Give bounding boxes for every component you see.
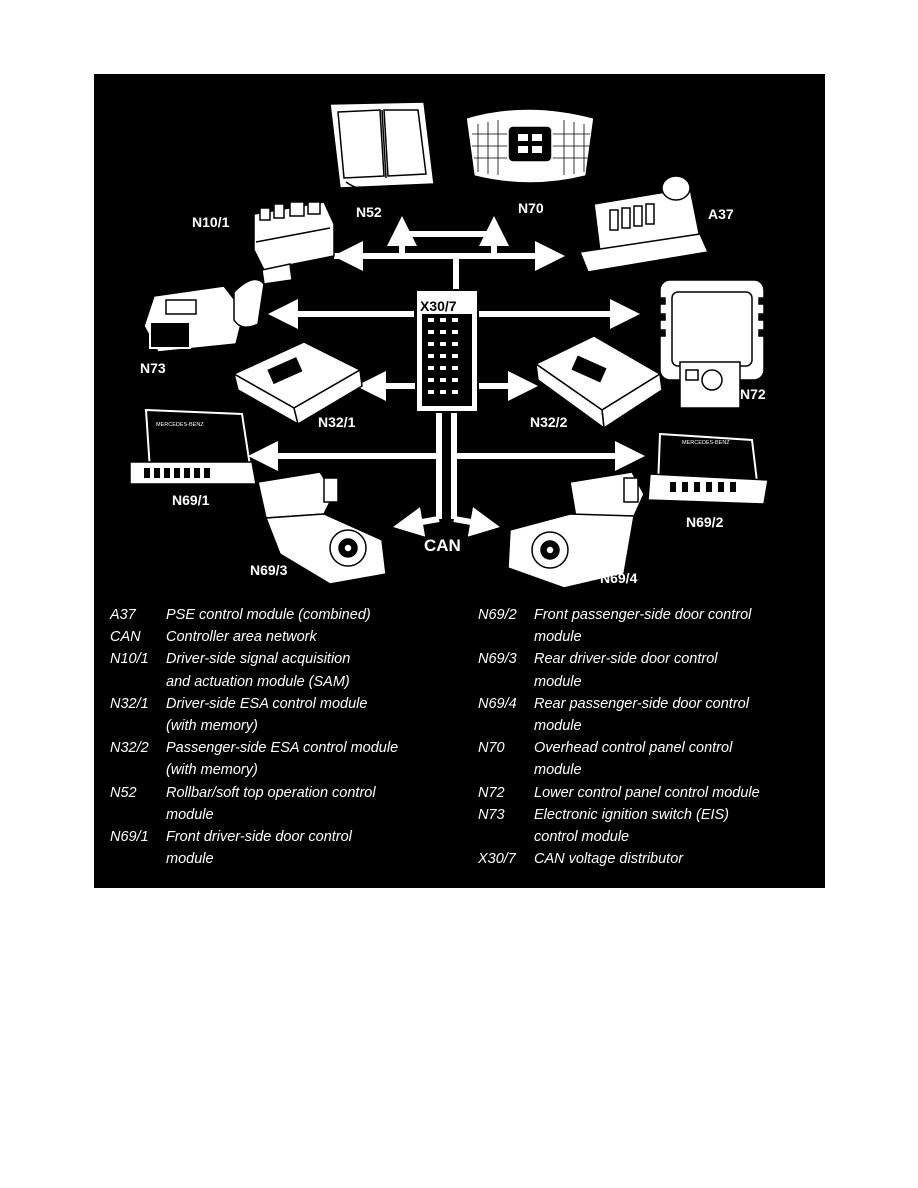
legend-entry: N73 Electronic ignition switch (EIS)contr… bbox=[478, 804, 818, 848]
n70-module-illustration bbox=[465, 108, 595, 184]
n69-1-module-illustration: MERCEDES-BENZ bbox=[129, 408, 257, 485]
label-a37: A37 bbox=[708, 206, 734, 222]
n32-2-module-illustration bbox=[534, 335, 663, 430]
n69-2-brand-print: MERCEDES-BENZ bbox=[682, 440, 730, 446]
legend-entry: N32/2 Passenger-side ESA control module(w… bbox=[110, 737, 450, 781]
legend-code: CAN bbox=[110, 629, 141, 646]
legend-code: N70 bbox=[478, 740, 505, 757]
label-n73: N73 bbox=[140, 360, 166, 376]
label-n70: N70 bbox=[518, 200, 544, 216]
n10-1-module-illustration bbox=[253, 201, 335, 285]
legend-desc: Electronic ignition switch (EIS)control … bbox=[534, 806, 730, 846]
x30-7-distributor bbox=[415, 289, 479, 413]
label-n69-2: N69/2 bbox=[686, 514, 724, 530]
legend-entry: CAN Controller area network bbox=[110, 626, 450, 648]
n69-2-module-illustration: MERCEDES-BENZ bbox=[647, 432, 769, 505]
a37-module-illustration bbox=[578, 175, 710, 273]
label-n69-1: N69/1 bbox=[172, 492, 210, 508]
can-network-diagram: MERCEDES-BENZ MERCEDES-BENZ bbox=[129, 101, 769, 589]
legend-code: X30/7 bbox=[478, 851, 516, 868]
legend-entry: A37 PSE control module (combined) bbox=[110, 604, 450, 626]
legend-desc: Driver-side ESA control module(with memo… bbox=[166, 695, 368, 735]
n69-1-brand-print: MERCEDES-BENZ bbox=[156, 422, 204, 428]
n32-1-module-illustration bbox=[232, 341, 363, 426]
legend-code: N32/2 bbox=[110, 740, 149, 757]
legend-left: A37 PSE control module (combined) CAN Cont… bbox=[110, 604, 450, 870]
label-can: CAN bbox=[424, 536, 461, 555]
label-n32-1: N32/1 bbox=[318, 414, 356, 430]
legend-desc: PSE control module (combined) bbox=[166, 607, 371, 623]
n69-3-module-illustration bbox=[257, 471, 387, 585]
label-x30-7: X30/7 bbox=[420, 298, 457, 314]
n69-4-module-illustration bbox=[507, 471, 645, 589]
legend-entry: N32/1 Driver-side ESA control module(with… bbox=[110, 693, 450, 737]
legend-entry: X30/7 CAN voltage distributor bbox=[478, 848, 818, 870]
label-n32-2: N32/2 bbox=[530, 414, 568, 430]
legend-code: N69/1 bbox=[110, 829, 149, 846]
can-bus-lines bbox=[248, 216, 645, 537]
legend-desc: Controller area network bbox=[166, 629, 317, 646]
legend-code: N69/4 bbox=[478, 695, 517, 712]
legend-code: N52 bbox=[110, 784, 137, 801]
legend-code: N69/2 bbox=[478, 607, 517, 623]
legend-code: N69/3 bbox=[478, 651, 517, 668]
legend-code: A37 bbox=[110, 607, 136, 623]
label-n69-3: N69/3 bbox=[250, 562, 288, 578]
n73-module-illustration bbox=[143, 278, 265, 353]
legend-desc: Passenger-side ESA control module(with m… bbox=[166, 740, 399, 779]
label-n72: N72 bbox=[740, 386, 766, 402]
n52-module-illustration bbox=[329, 101, 435, 191]
label-n52: N52 bbox=[356, 204, 382, 220]
legend-desc: Lower control panel control module bbox=[534, 784, 760, 801]
legend-code: N72 bbox=[478, 784, 505, 801]
legend-code: N10/1 bbox=[110, 651, 149, 668]
label-n69-4: N69/4 bbox=[600, 570, 638, 586]
n72-module-illustration bbox=[659, 279, 765, 409]
label-n10-1: N10/1 bbox=[192, 214, 230, 230]
legend-code: N73 bbox=[478, 806, 505, 823]
legend-desc: CAN voltage distributor bbox=[534, 851, 684, 868]
diagram-panel: MERCEDES-BENZ MERCEDES-BENZ bbox=[94, 74, 825, 888]
legend-entry: N72 Lower control panel control module bbox=[478, 782, 818, 804]
legend-code: N32/1 bbox=[110, 695, 149, 712]
